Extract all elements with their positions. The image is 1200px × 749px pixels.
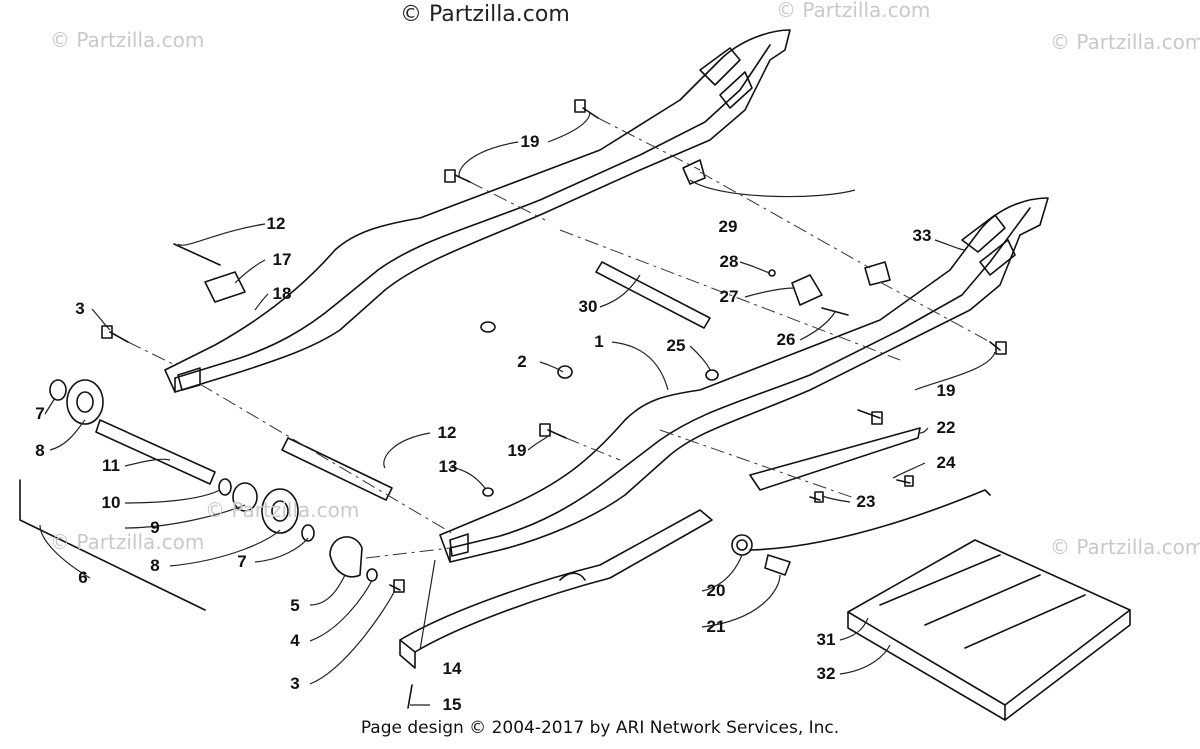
callout-7-top: 7 bbox=[35, 404, 45, 423]
leader-lines bbox=[39, 111, 996, 706]
callout-27: 27 bbox=[719, 287, 739, 306]
callout-20: 20 bbox=[706, 581, 726, 600]
callout-4: 4 bbox=[290, 631, 300, 650]
callout-29: 29 bbox=[718, 217, 738, 236]
callout-16: 12 bbox=[266, 214, 286, 233]
callout-14: 14 bbox=[442, 659, 462, 678]
callout-10: 10 bbox=[101, 493, 121, 512]
callout-6: 6 bbox=[78, 568, 88, 587]
rail-lower bbox=[439, 197, 1049, 563]
small-parts bbox=[173, 159, 891, 497]
callout-25: 25 bbox=[666, 336, 686, 355]
callout-28: 28 bbox=[719, 252, 739, 271]
callout-7-bottom: 7 bbox=[237, 552, 247, 571]
track-section bbox=[847, 539, 1131, 721]
callout-13: 13 bbox=[438, 457, 458, 476]
callout-32: 32 bbox=[816, 664, 836, 683]
callout-18: 18 bbox=[272, 284, 292, 303]
callout-19-right: 19 bbox=[936, 381, 956, 400]
callout-3-top: 3 bbox=[75, 299, 85, 318]
alignment-lines bbox=[127, 117, 991, 559]
shafts bbox=[95, 261, 711, 501]
watermark-mid-left: © Partzilla.com bbox=[50, 530, 205, 554]
callout-19-top: 19 bbox=[520, 132, 540, 151]
assembly-bracket-6 bbox=[19, 479, 206, 611]
callout-22: 22 bbox=[936, 418, 956, 437]
callout-5: 5 bbox=[290, 596, 300, 615]
watermark-mid-right: © Partzilla.com bbox=[1050, 535, 1200, 559]
callout-15: 15 bbox=[442, 695, 462, 714]
callout-8-bottom: 8 bbox=[150, 556, 160, 575]
callout-1: 1 bbox=[594, 332, 604, 351]
watermark-main: © Partzilla.com bbox=[400, 2, 570, 27]
watermark-top-right-1: © Partzilla.com bbox=[776, 0, 931, 22]
watermark-center: © Partzilla.com bbox=[205, 498, 360, 522]
callout-31: 31 bbox=[816, 630, 836, 649]
callout-33: 33 bbox=[912, 226, 932, 245]
arm-and-spring bbox=[731, 427, 991, 576]
callout-24: 24 bbox=[936, 453, 956, 472]
callout-26: 26 bbox=[776, 330, 796, 349]
watermark-top-left: © Partzilla.com bbox=[50, 28, 205, 52]
callout-2: 2 bbox=[517, 352, 527, 371]
callout-11: 11 bbox=[102, 456, 120, 475]
rail-upper bbox=[164, 29, 791, 393]
footer-copyright: Page design © 2004-2017 by ARI Network S… bbox=[360, 718, 840, 738]
callout-30: 30 bbox=[578, 297, 598, 316]
callout-23: 23 bbox=[856, 492, 876, 511]
callout-8-top: 8 bbox=[35, 441, 45, 460]
watermark-top-right-2: © Partzilla.com bbox=[1050, 30, 1200, 54]
callout-12: 12 bbox=[437, 423, 457, 442]
wheel-bearings bbox=[49, 379, 378, 582]
callout-17: 17 bbox=[272, 250, 292, 269]
callout-3-bottom: 3 bbox=[290, 674, 300, 693]
bolts bbox=[101, 99, 1007, 709]
callout-19-mid: 19 bbox=[507, 441, 527, 460]
callout-9: 9 bbox=[150, 518, 160, 537]
slide-wear-strip bbox=[399, 509, 713, 669]
callout-21: 21 bbox=[706, 617, 726, 636]
